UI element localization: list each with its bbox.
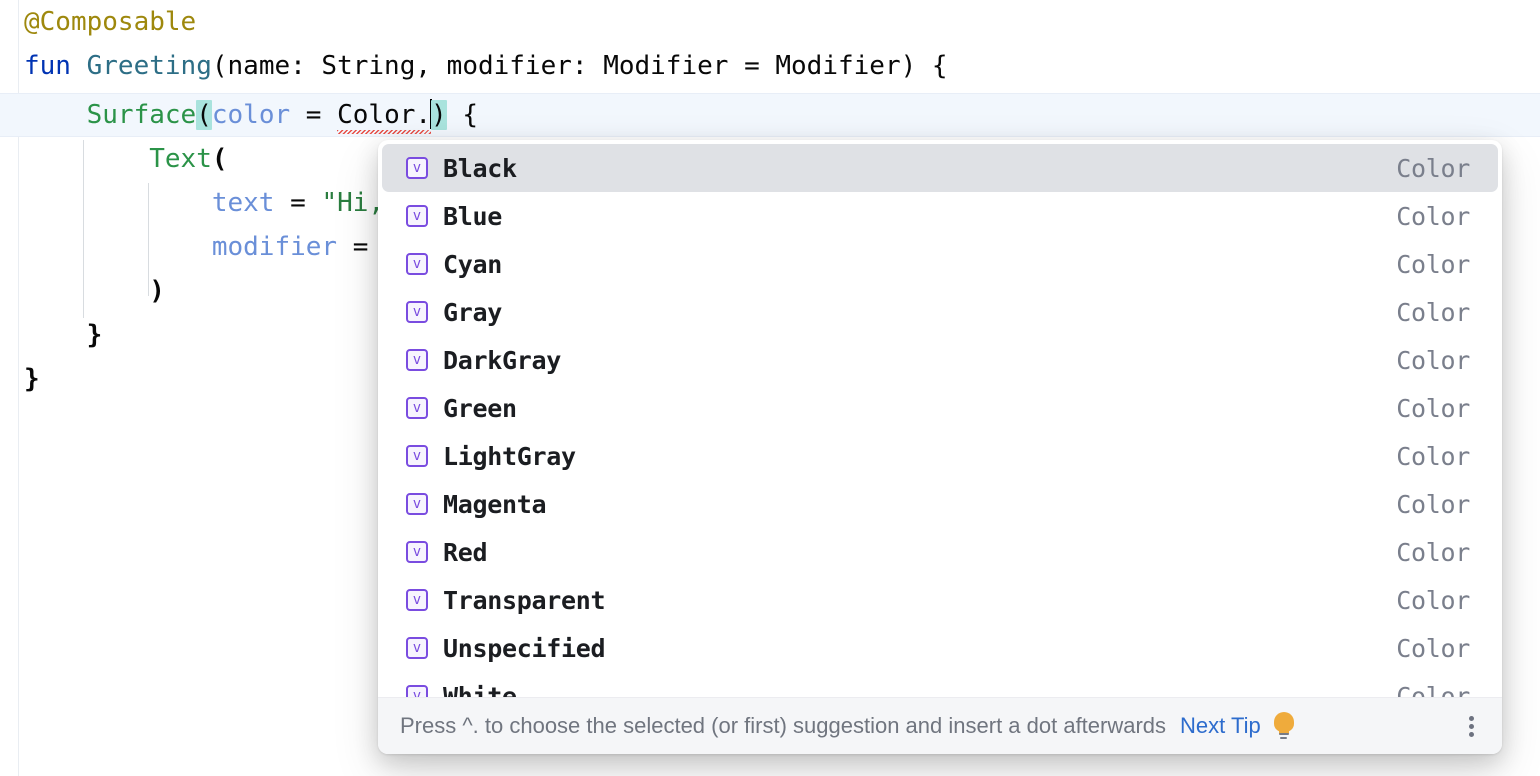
more-options-icon[interactable] [1460,712,1482,740]
completion-item-blue[interactable]: v Blue Color [382,192,1498,240]
completion-item-unspecified[interactable]: v Unspecified Color [382,624,1498,672]
completion-item-green[interactable]: v Green Color [382,384,1498,432]
property-value-icon: v [406,637,428,659]
property-value-icon: v [406,253,428,275]
token-brace-open: { [446,100,478,130]
completion-item-lightgray[interactable]: v LightGray Color [382,432,1498,480]
completion-item-label: Blue [443,201,503,231]
completion-item-transparent[interactable]: v Transparent Color [382,576,1498,624]
completion-item-type: Color [1396,297,1470,327]
completion-item-type: Color [1396,537,1470,567]
token-equals-2: = [274,188,322,218]
completion-item-darkgray[interactable]: v DarkGray Color [382,336,1498,384]
token-color-qualifier-error: Color. [337,100,432,130]
code-line-close-paren: ) [24,269,165,313]
property-value-icon: v [406,205,428,227]
token-string-literal: "Hi, [321,188,385,218]
code-line-annotation: @Composable [24,0,196,44]
token-close-paren-line: ) [149,276,165,306]
completion-item-red[interactable]: v Red Color [382,528,1498,576]
code-line-text-call: Text( [24,137,228,181]
property-value-icon: v [406,493,428,515]
token-matched-open-paren: ( [196,100,212,130]
property-value-icon: v [406,397,428,419]
completion-item-type: Color [1396,633,1470,663]
token-equals: = [290,100,338,130]
completion-item-label: Unspecified [443,633,606,663]
token-indent-1 [24,100,87,130]
gutter-divider [18,0,19,776]
token-signature-rest: (name: String, modifier: Modifier = Modi… [211,51,948,81]
next-tip-link[interactable]: Next Tip [1180,713,1261,738]
completion-item-gray[interactable]: v Gray Color [382,288,1498,336]
completion-item-black[interactable]: v Black Color [382,144,1498,192]
property-value-icon: v [406,349,428,371]
completion-item-magenta[interactable]: v Magenta Color [382,480,1498,528]
completion-item-label: Magenta [443,489,547,519]
completion-hint-text: Press ^. to choose the selected (or firs… [400,713,1167,738]
completion-item-type: Color [1396,345,1470,375]
completion-item-type: Color [1396,393,1470,423]
token-function-name: Greeting [86,51,212,81]
token-surface-call: Surface [86,100,197,130]
completion-item-label: Green [443,393,517,423]
code-line-modifier-argument: modifier = [24,225,384,269]
indent-guide-level-2 [148,183,149,296]
token-indent-2 [24,144,149,174]
token-text-call: Text [149,144,212,174]
token-indent-4 [24,232,212,262]
completion-item-type: Color [1396,585,1470,615]
token-matched-close-paren: ) [431,100,447,130]
property-value-icon: v [406,541,428,563]
property-value-icon: v [406,301,428,323]
current-line-highlight [0,93,1540,137]
completion-item-label: DarkGray [443,345,562,375]
token-named-arg-color: color [211,100,291,130]
token-brace-outer: } [24,364,40,394]
completion-item-label: Gray [443,297,503,327]
code-line-function-declaration: fun Greeting(name: String, modifier: Mod… [24,44,948,88]
completion-item-label: LightGray [443,441,576,471]
completion-item-cyan[interactable]: v Cyan Color [382,240,1498,288]
token-indent-3 [24,188,212,218]
token-annotation: @Composable [24,7,197,37]
token-brace-inner: } [86,320,103,350]
completion-item-type: Color [1396,441,1470,471]
token-equals-3: = [337,232,385,262]
completion-item-label: Red [443,537,488,567]
completion-item-white[interactable]: v White Color [382,672,1498,697]
completion-item-type: Color [1396,201,1470,231]
token-indent-5 [24,276,149,306]
token-indent-6 [24,320,87,350]
property-value-icon: v [406,157,428,179]
token-space-1 [71,51,87,81]
token-text-open-paren: ( [211,144,228,174]
indent-guide-level-1 [83,140,84,318]
code-line-close-brace-inner: } [24,313,103,357]
completion-item-label: Cyan [443,249,503,279]
property-value-icon: v [406,445,428,467]
completion-item-type: Color [1396,681,1470,698]
code-line-surface-call: Surface(color = Color.) { [24,93,478,137]
token-named-arg-text: text [211,188,275,218]
completion-item-label: Transparent [443,585,606,615]
property-value-icon: v [406,589,428,611]
code-line-text-argument: text = "Hi, [24,181,384,225]
completion-item-label: Black [443,153,517,183]
completion-footer-hint-bar: Press ^. to choose the selected (or firs… [378,697,1502,754]
completion-item-type: Color [1396,249,1470,279]
token-keyword-fun: fun [24,51,71,81]
completion-item-type: Color [1396,489,1470,519]
property-value-icon: v [406,685,428,697]
completion-item-label: White [443,681,517,698]
token-named-arg-modifier: modifier [211,232,338,262]
lightbulb-icon [1271,712,1297,740]
code-line-close-brace-outer: } [24,357,40,401]
completion-item-type: Color [1396,153,1470,183]
